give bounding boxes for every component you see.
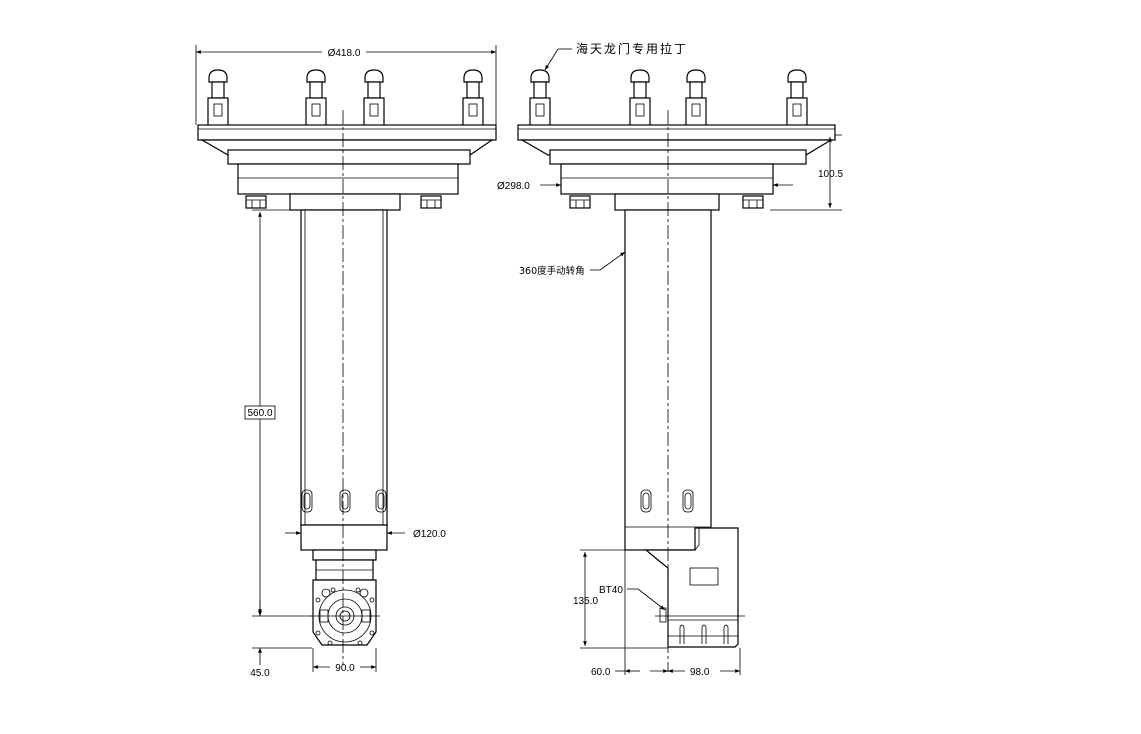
nameplate — [689, 567, 719, 586]
side-view: 海天龙门专用拉丁 Ø298.0 100.5 360度手动转角 BT40 135.… — [497, 41, 843, 678]
dim-spindle-offset: 45.0 — [250, 668, 270, 679]
label-taper: BT40 — [599, 585, 623, 596]
dim-offset-right: 98.0 — [690, 667, 710, 678]
column — [300, 209, 388, 526]
dim-flange-height: 100.5 — [818, 169, 843, 180]
dim-offset-left: 60.0 — [591, 667, 611, 678]
dim-head-height: 135.0 — [573, 596, 598, 607]
flange-plate — [197, 124, 497, 141]
collar — [300, 524, 388, 551]
body — [237, 163, 459, 195]
note-pull-stud: 海天龙门专用拉丁 — [576, 41, 688, 56]
dim-length: 560.0 — [247, 408, 272, 419]
dim-body-diameter: Ø298.0 — [497, 181, 530, 192]
angle-head-side — [644, 527, 739, 648]
note-rotation: 360度手动转角 — [519, 265, 585, 277]
front-view: Ø418.0 560.0 45.0 Ø120.0 90.0 — [195, 45, 497, 679]
dim-column-diameter: Ø120.0 — [413, 529, 446, 540]
dim-head-width: 90.0 — [335, 663, 355, 674]
dim-flange-diameter: Ø418.0 — [328, 48, 361, 59]
